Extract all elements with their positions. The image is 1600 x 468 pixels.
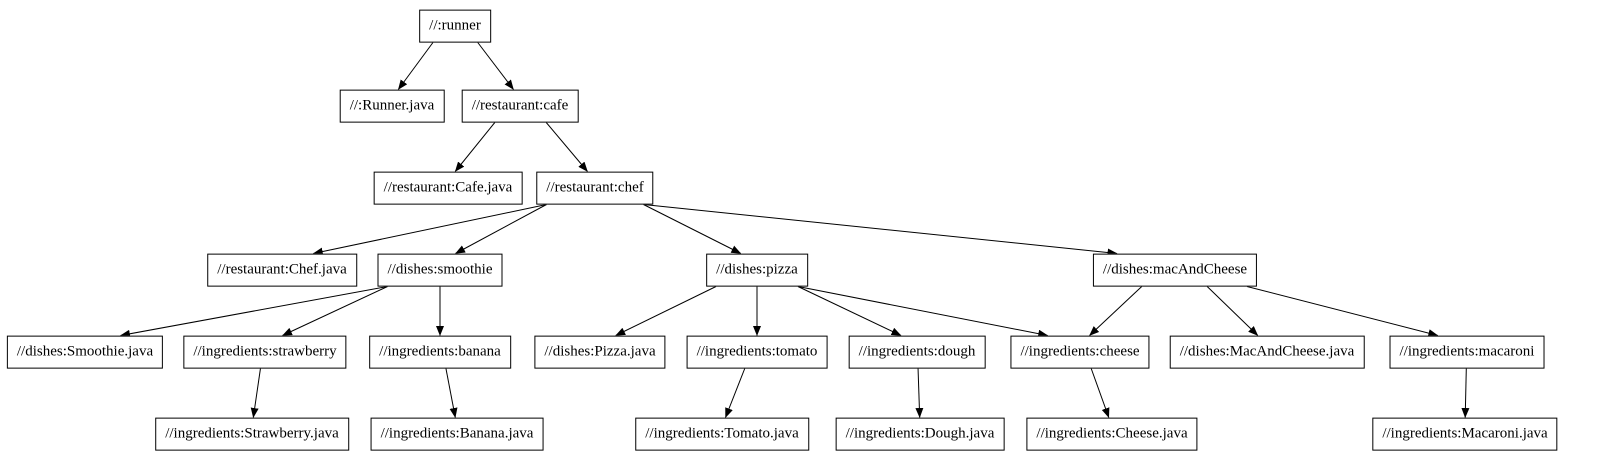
graph-node-strawberry_java: //ingredients:Strawberry.java — [155, 417, 349, 451]
graph-node-macaroni_java: //ingredients:Macaroni.java — [1372, 417, 1558, 451]
graph-node-mac_and_cheese_java: //dishes:MacAndCheese.java — [1169, 335, 1365, 369]
edge-pizza-cheese — [797, 286, 1049, 338]
edge-chef-chef_java — [312, 204, 547, 256]
graph-node-strawberry: //ingredients:strawberry — [183, 335, 347, 369]
edge-chef-mac_and_cheese — [643, 204, 1118, 257]
edge-dough-dough_java — [915, 368, 924, 418]
graph-node-pizza: //dishes:pizza — [706, 253, 808, 287]
edge-tomato-tomato_java — [725, 368, 746, 418]
edge-cheese-cheese_java — [1090, 368, 1110, 418]
edge-chef-smoothie — [455, 204, 547, 254]
graph-node-smoothie_java: //dishes:Smoothie.java — [6, 335, 164, 369]
graph-node-chef: //restaurant:chef — [536, 171, 654, 205]
edge-mac_and_cheese-mac_and_cheese_java — [1206, 286, 1259, 336]
graph-node-dough_java: //ingredients:Dough.java — [835, 417, 1005, 451]
graph-node-mac_and_cheese: //dishes:macAndCheese — [1092, 253, 1258, 287]
edge-smoothie-strawberry — [282, 286, 388, 336]
edge-runner-runner_java — [397, 42, 434, 90]
graph-node-smoothie: //dishes:smoothie — [377, 253, 503, 287]
graph-node-banana_java: //ingredients:Banana.java — [370, 417, 544, 451]
graph-node-tomato_java: //ingredients:Tomato.java — [635, 417, 809, 451]
graph-node-runner: //:runner — [419, 9, 491, 43]
edge-strawberry-strawberry_java — [250, 368, 261, 418]
edge-banana-banana_java — [445, 368, 458, 418]
edge-smoothie-smoothie_java — [120, 286, 388, 338]
graph-node-macaroni: //ingredients:macaroni — [1389, 335, 1545, 369]
graph-node-cheese: //ingredients:cheese — [1010, 335, 1150, 369]
graph-node-pizza_java: //dishes:Pizza.java — [534, 335, 666, 369]
edge-cafe-chef — [545, 122, 588, 172]
edge-pizza-dough — [797, 286, 902, 336]
graph-node-dough: //ingredients:dough — [848, 335, 986, 369]
edge-pizza-pizza_java — [615, 286, 717, 336]
graph-node-tomato: //ingredients:tomato — [686, 335, 828, 369]
graph-node-cafe_java: //restaurant:Cafe.java — [373, 171, 523, 205]
edge-cafe-cafe_java — [454, 122, 496, 172]
edge-runner-cafe — [477, 42, 514, 90]
edge-mac_and_cheese-cheese — [1089, 286, 1143, 336]
graph-node-banana: //ingredients:banana — [369, 335, 511, 369]
graph-node-cafe: //restaurant:cafe — [461, 89, 579, 123]
edge-mac_and_cheese-macaroni — [1246, 286, 1439, 338]
graph-node-cheese_java: //ingredients:Cheese.java — [1026, 417, 1198, 451]
edge-macaroni-macaroni_java — [1461, 368, 1470, 418]
graph-node-chef_java: //restaurant:Chef.java — [207, 253, 357, 287]
edge-chef-pizza — [643, 204, 742, 254]
graph-node-runner_java: //:Runner.java — [339, 89, 445, 123]
